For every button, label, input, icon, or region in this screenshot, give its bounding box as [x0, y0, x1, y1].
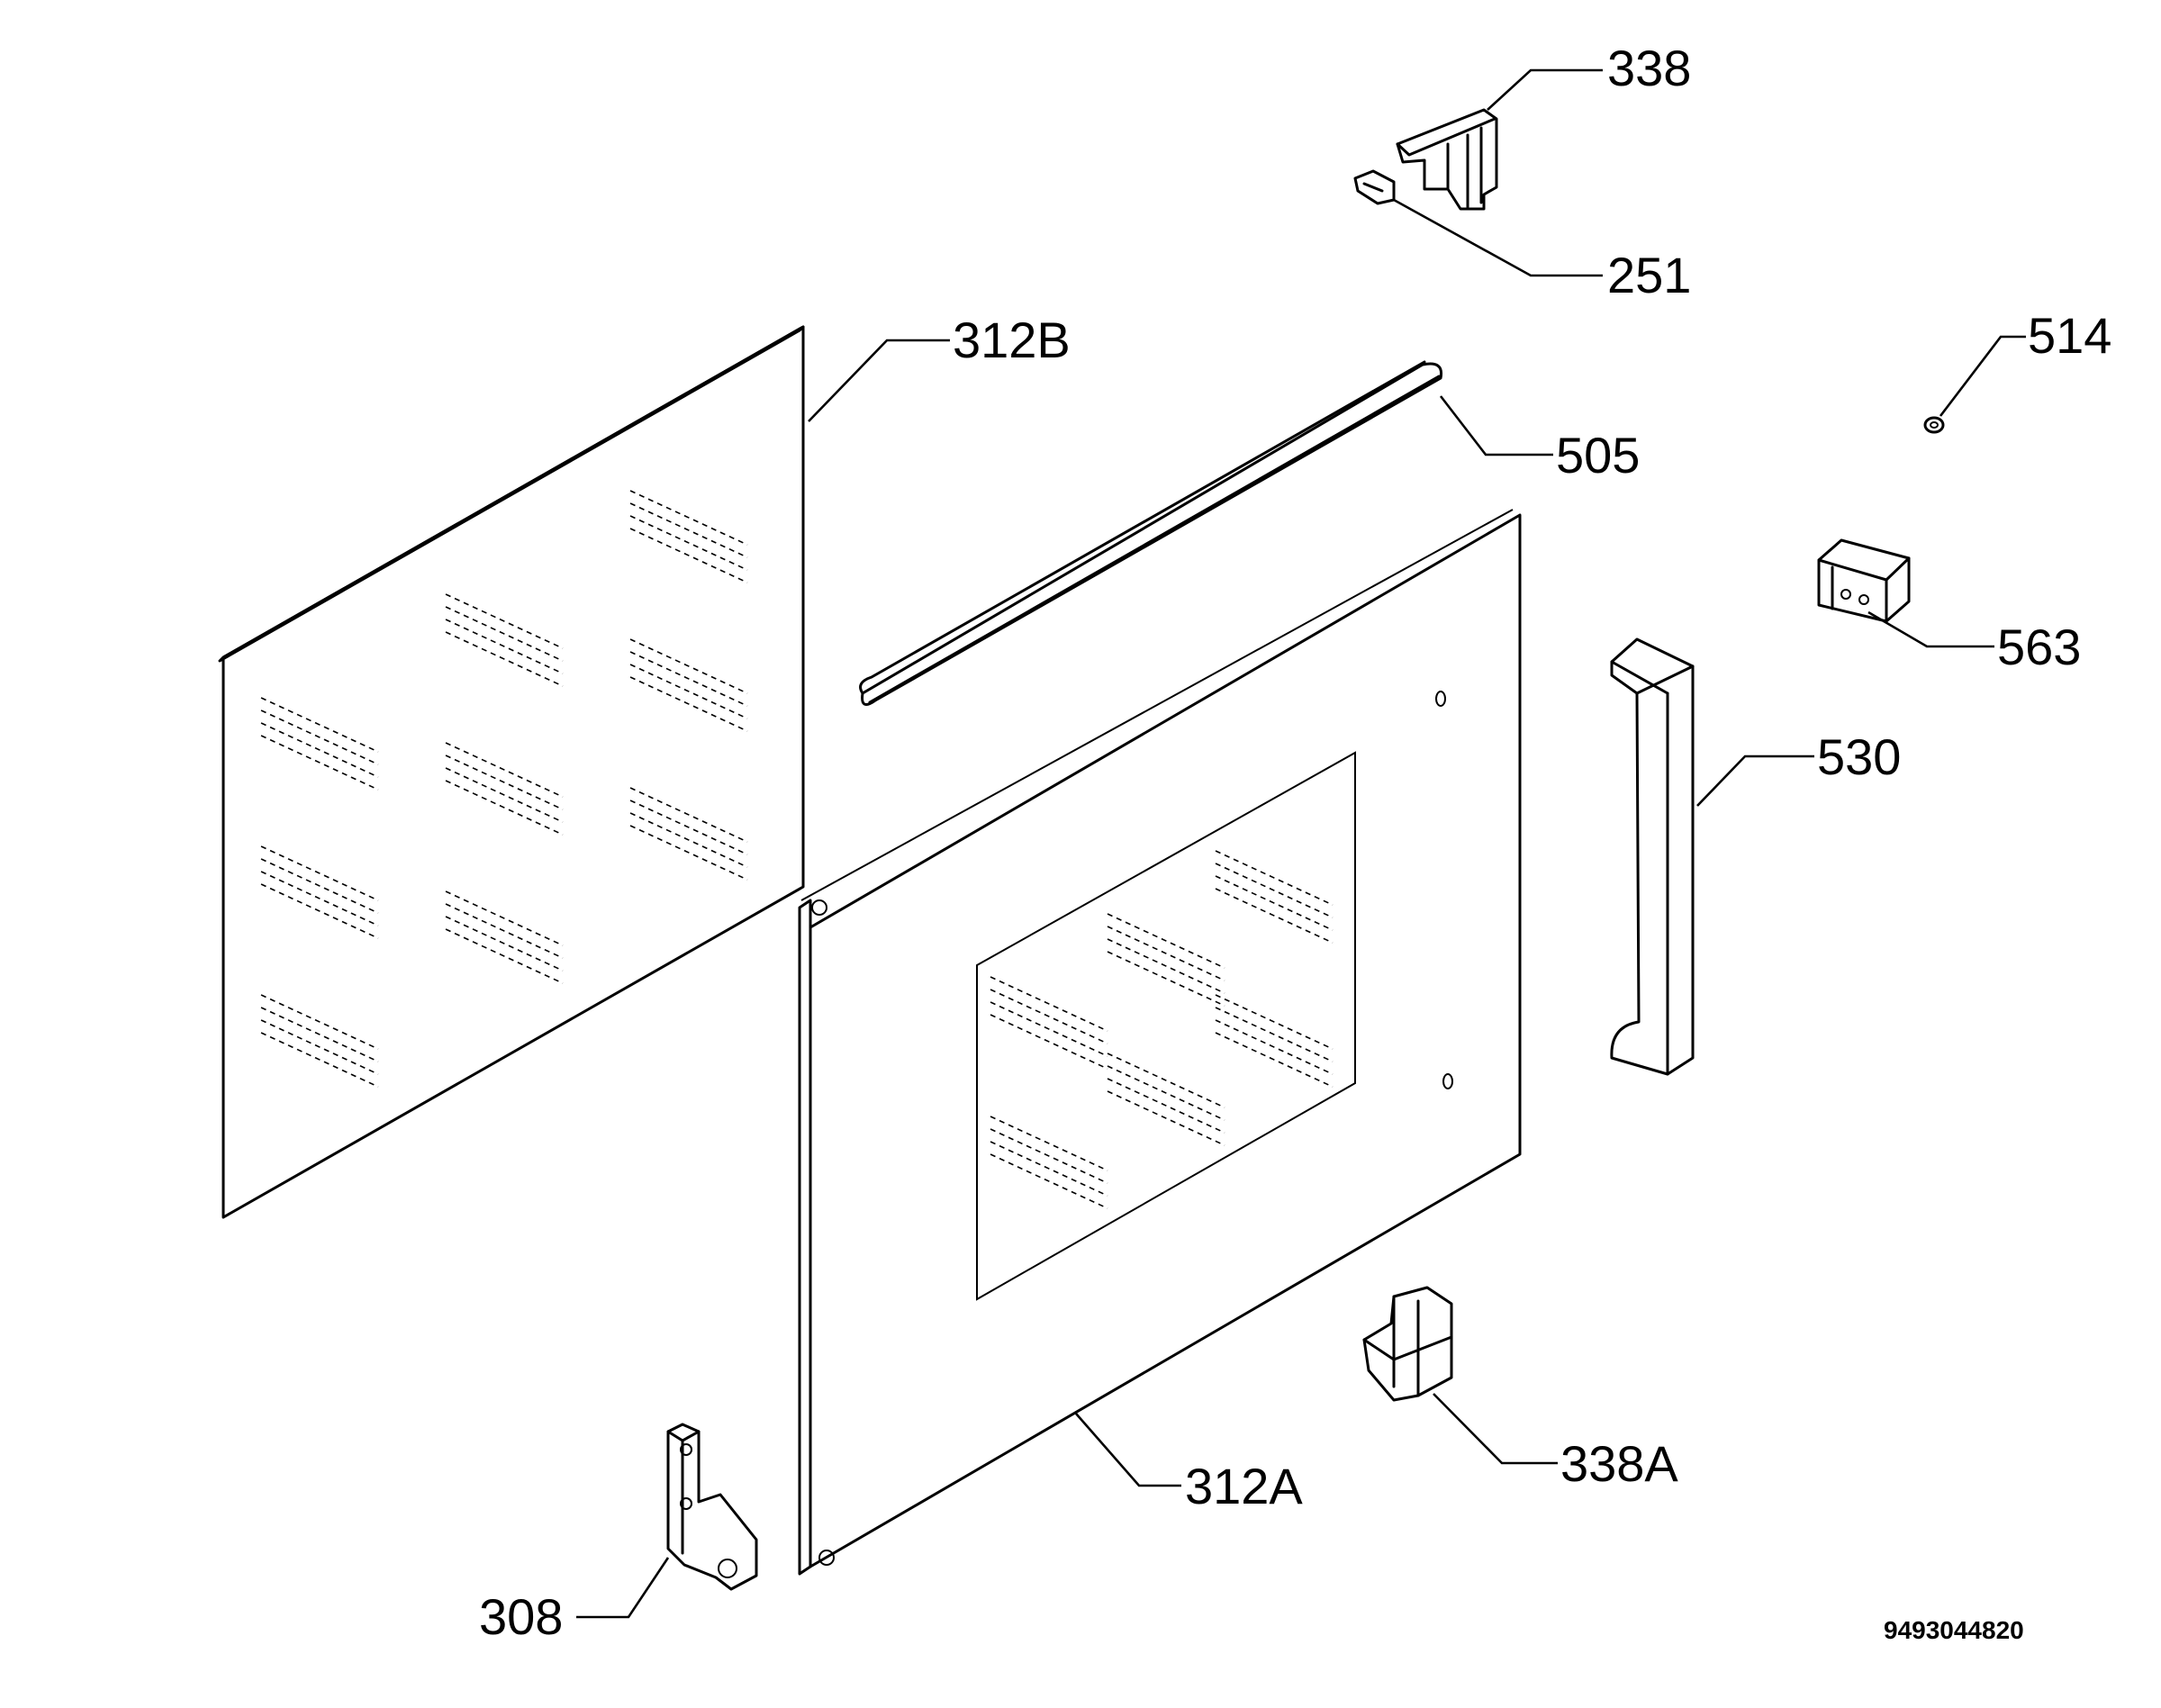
nut-514[interactable]	[1923, 416, 1945, 434]
glass-hatch-marks	[260, 490, 748, 1088]
door-handle-530[interactable]	[1610, 637, 1695, 1076]
clip-338[interactable]	[1396, 108, 1498, 211]
document-number: 9493044820	[1884, 1616, 2024, 1644]
label-251: 251	[1607, 247, 1691, 303]
small-clip-251[interactable]	[1353, 169, 1396, 205]
label-563: 563	[1997, 619, 2081, 675]
connector-block-563[interactable]	[1817, 538, 1911, 623]
door-glass-hatch-marks	[990, 850, 1334, 1209]
label-530: 530	[1817, 728, 1901, 785]
outer-door-glass-312a[interactable]	[798, 509, 1522, 1576]
label-338a: 338A	[1560, 1435, 1678, 1492]
label-505: 505	[1556, 427, 1640, 483]
inner-glass-panel-312b[interactable]	[218, 325, 805, 1219]
label-338: 338	[1607, 40, 1691, 96]
clip-338a[interactable]	[1362, 1286, 1453, 1402]
label-514: 514	[2028, 307, 2111, 364]
label-312a: 312A	[1185, 1458, 1303, 1514]
hinge-308[interactable]	[666, 1423, 758, 1591]
label-312b: 312B	[953, 312, 1071, 368]
part-labels: 338 251 312B 514 505 563 530 312A 338A 3…	[479, 40, 2111, 1645]
leader-lines	[576, 68, 2026, 1619]
top-profile-505[interactable]	[859, 360, 1443, 706]
label-308: 308	[479, 1588, 563, 1645]
